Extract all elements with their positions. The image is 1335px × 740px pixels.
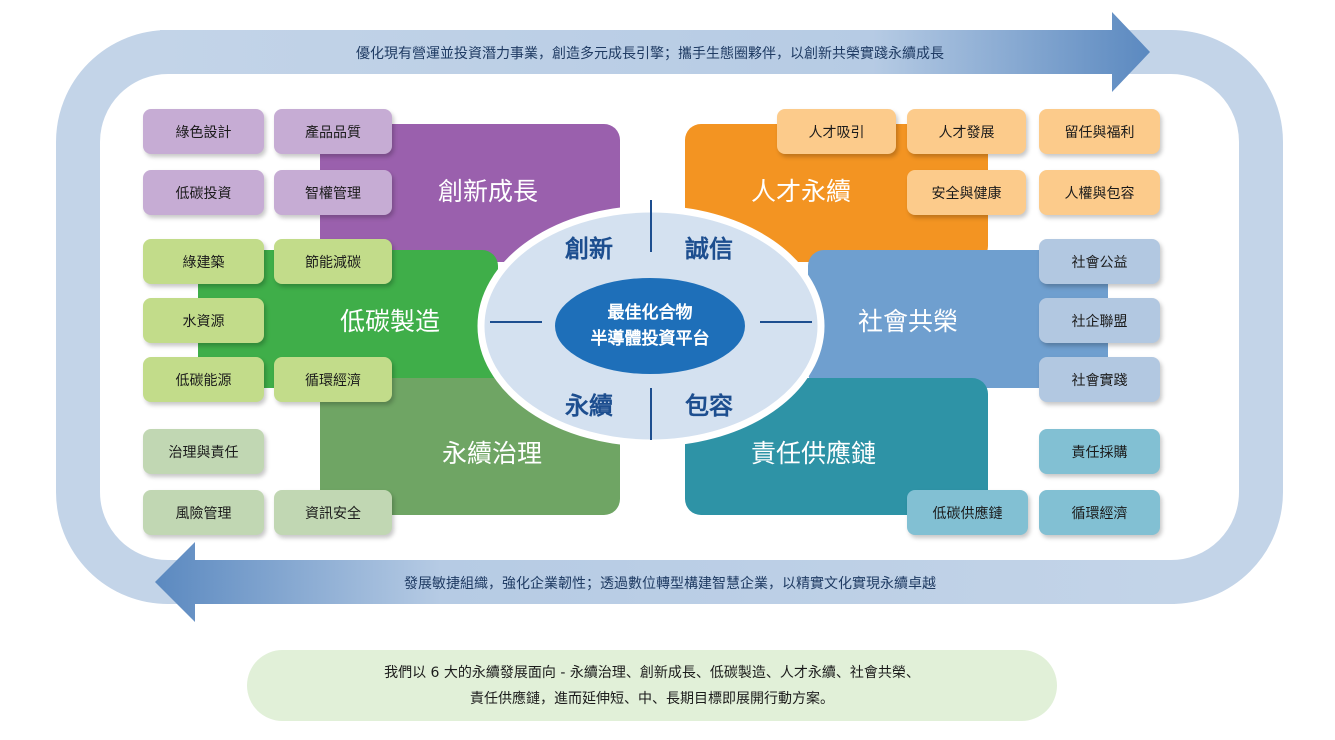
tag-information-security: 資訊安全 xyxy=(274,490,392,535)
tag-risk-management: 風險管理 xyxy=(143,490,264,535)
value-integrity: 誠信 xyxy=(685,235,733,263)
tag-product-quality: 產品品質 xyxy=(274,109,392,154)
top-banner-text: 優化現有營運並投資潛力事業，創造多元成長引擎；攜手生態圈夥伴，以創新共榮實踐永續… xyxy=(356,46,944,62)
tag-energy-saving: 節能減碳 xyxy=(274,239,392,284)
tag-ip-management: 智權管理 xyxy=(274,170,392,215)
core-line-2: 半導體投資平台 xyxy=(590,329,710,349)
value-sustainability: 永續 xyxy=(565,392,613,420)
summary-line-2: 責任供應鏈，進而延伸短、中、長期目標即展開行動方案。 xyxy=(470,690,834,707)
quadrant-talent-title: 人才永續 xyxy=(751,177,852,206)
core-platform: 最佳化合物 半導體投資平台 xyxy=(555,278,745,374)
tag-green-design: 綠色設計 xyxy=(143,109,264,154)
bottom-arrow xyxy=(155,542,1175,622)
tag-talent-attraction: 人才吸引 xyxy=(777,109,896,154)
tag-circular-economy-manufacturing: 循環經濟 xyxy=(274,357,392,402)
tag-low-carbon-investment: 低碳投資 xyxy=(143,170,264,215)
tag-low-carbon-energy: 低碳能源 xyxy=(143,357,264,402)
tag-social-practice: 社會實踐 xyxy=(1039,357,1160,402)
value-inclusion: 包容 xyxy=(685,392,733,420)
value-innovation: 創新 xyxy=(565,235,613,263)
bottom-banner-text: 發展敏捷組織，強化企業韌性；透過數位轉型構建智慧企業，以精實文化實現永續卓越 xyxy=(404,576,936,592)
tag-retention-benefits: 留任與福利 xyxy=(1039,109,1160,154)
tag-social-welfare: 社會公益 xyxy=(1039,239,1160,284)
tag-social-enterprise-alliance: 社企聯盟 xyxy=(1039,298,1160,343)
quadrant-lowcarbon-title: 低碳製造 xyxy=(340,307,441,336)
tag-talent-development: 人才發展 xyxy=(907,109,1026,154)
quadrant-supply-title: 責任供應鏈 xyxy=(751,439,877,468)
tag-green-building: 綠建築 xyxy=(143,239,264,284)
tag-responsible-procurement: 責任採購 xyxy=(1039,429,1160,474)
top-arrow xyxy=(160,12,1150,92)
tag-governance-responsibility: 治理與責任 xyxy=(143,429,264,474)
summary-note: 我們以 6 大的永續發展面向 - 永續治理、創新成長、低碳製造、人才永續、社會共… xyxy=(247,650,1057,721)
core-line-1: 最佳化合物 xyxy=(607,303,693,323)
quadrant-innovation-title: 創新成長 xyxy=(438,177,539,206)
tag-low-carbon-supply-chain: 低碳供應鏈 xyxy=(907,490,1028,535)
tag-safety-health: 安全與健康 xyxy=(907,170,1026,215)
quadrant-governance-title: 永續治理 xyxy=(442,439,543,468)
tag-water-resources: 水資源 xyxy=(143,298,264,343)
tag-circular-economy-supply: 循環經濟 xyxy=(1039,490,1160,535)
summary-line-1: 我們以 6 大的永續發展面向 - 永續治理、創新成長、低碳製造、人才永續、社會共… xyxy=(384,664,920,681)
quadrant-social-title: 社會共榮 xyxy=(858,307,959,336)
tag-human-rights-inclusion: 人權與包容 xyxy=(1039,170,1160,215)
